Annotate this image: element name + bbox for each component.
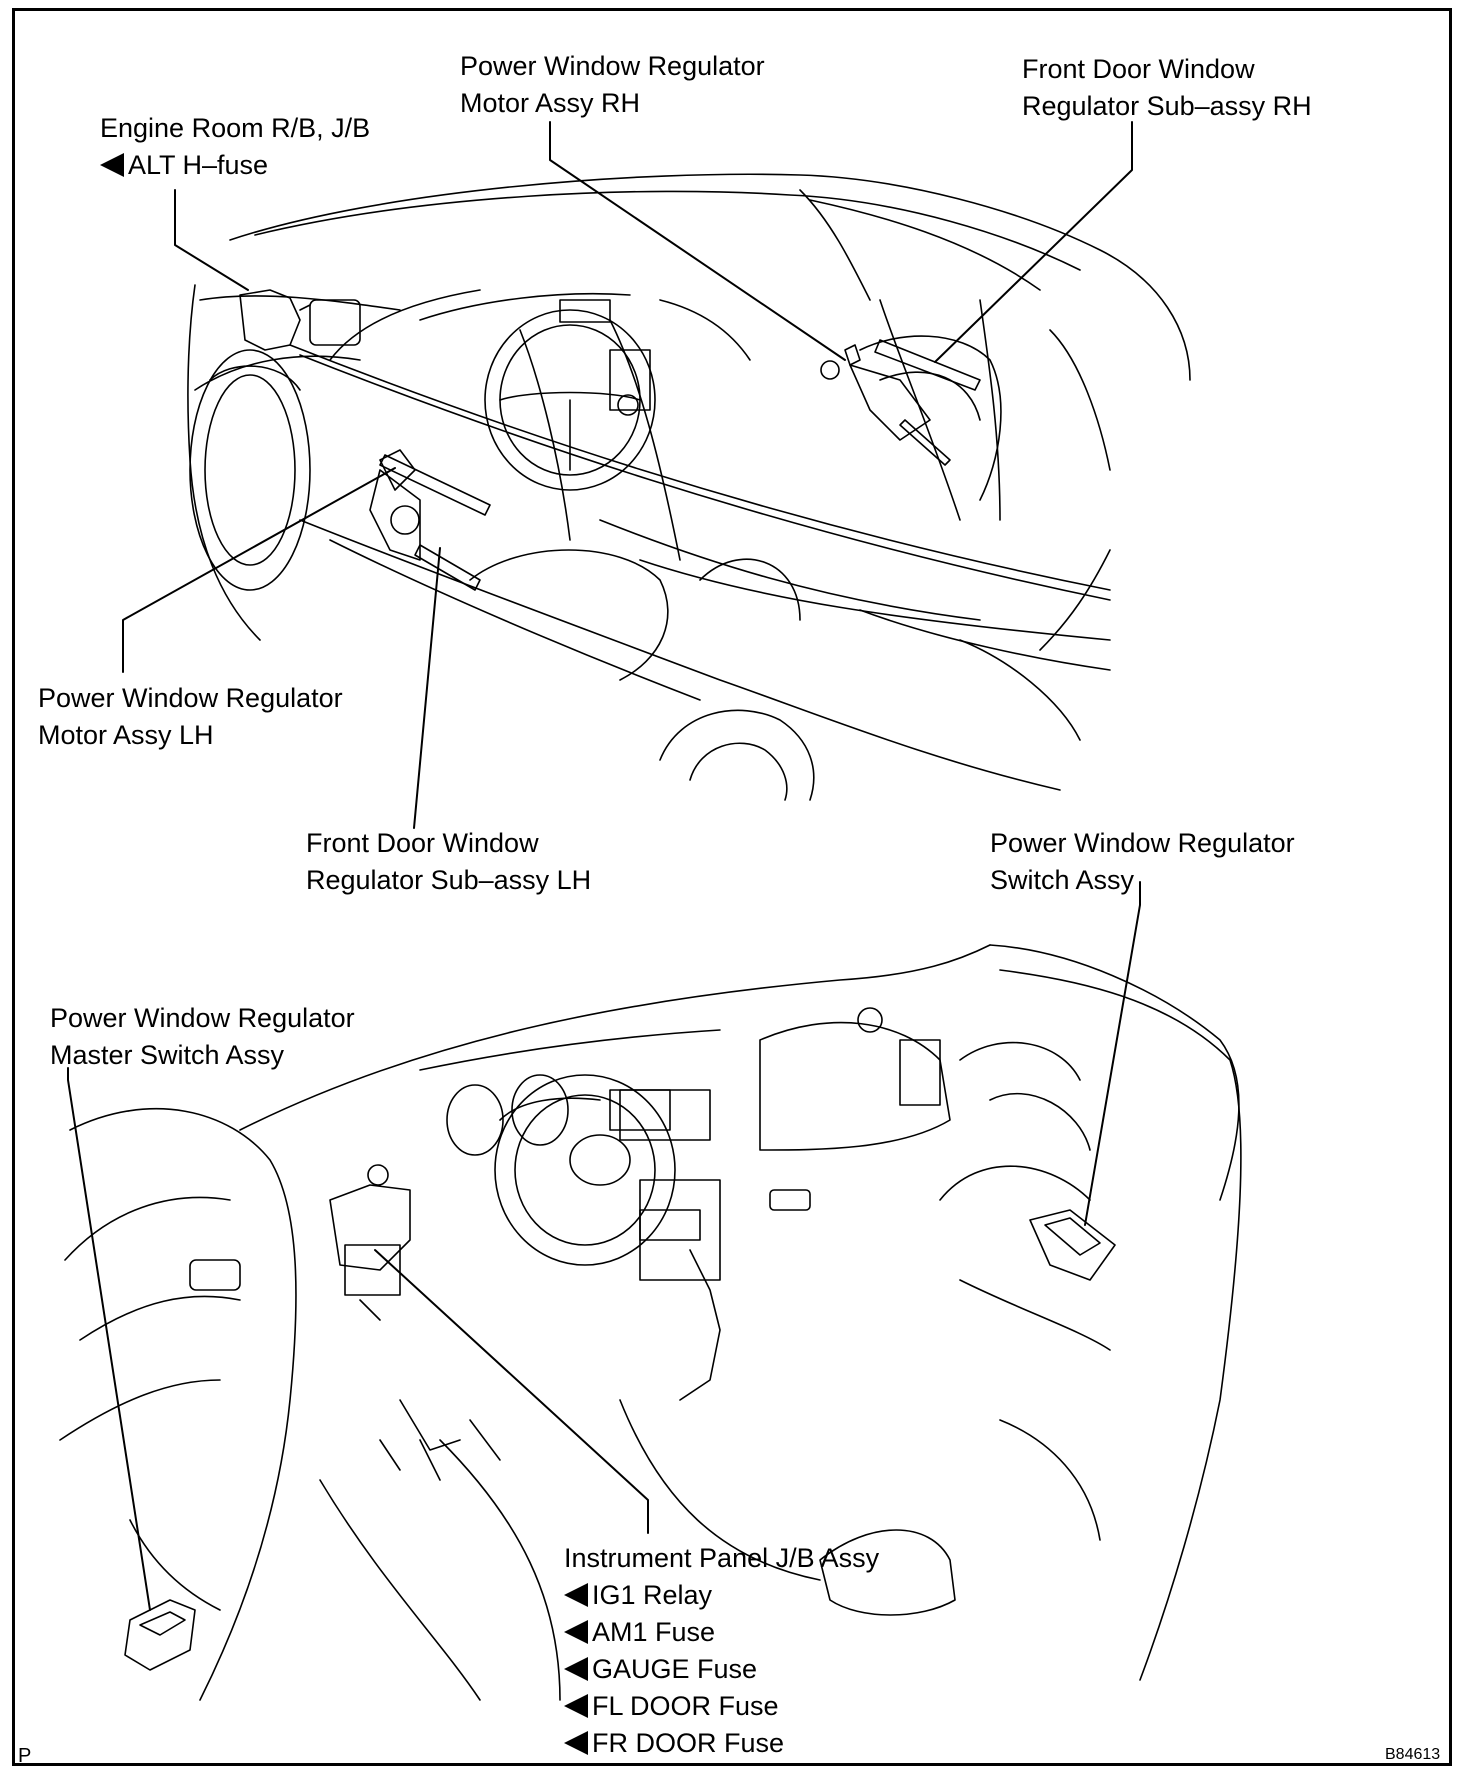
pw-motor-rh-line2: Motor Assy RH bbox=[460, 88, 641, 118]
interior-dashboard-bottom bbox=[60, 945, 1241, 1700]
pw-motor-lh-line1: Power Window Regulator bbox=[38, 683, 343, 713]
vehicle-body-outline bbox=[188, 174, 1190, 800]
leader-lines-top bbox=[123, 122, 1132, 828]
pointer-arrow-icon bbox=[564, 1583, 588, 1607]
ig1-relay-label: IG1 Relay bbox=[592, 1580, 713, 1610]
figure-id: B84613 bbox=[1385, 1746, 1441, 1763]
interior-dashboard-top bbox=[240, 290, 1001, 680]
diagram-frame bbox=[12, 8, 1452, 1766]
corner-mark: P bbox=[18, 1745, 32, 1767]
pw-master-switch-line1: Power Window Regulator bbox=[50, 1003, 355, 1033]
engine-room-line2: ALT H–fuse bbox=[128, 150, 269, 180]
pw-switch-line1: Power Window Regulator bbox=[990, 828, 1295, 858]
label-instrument-panel: Instrument Panel J/B Assy IG1 Relay AM1 … bbox=[564, 1540, 879, 1762]
pw-motor-rh-line1: Power Window Regulator bbox=[460, 51, 765, 81]
label-fd-regulator-lh: Front Door Window Regulator Sub–assy LH bbox=[306, 825, 591, 899]
label-pw-master-switch: Power Window Regulator Master Switch Ass… bbox=[50, 1000, 355, 1074]
label-pw-motor-rh: Power Window Regulator Motor Assy RH bbox=[460, 48, 765, 122]
gauge-fuse-label: GAUGE Fuse bbox=[592, 1654, 758, 1684]
label-engine-room: Engine Room R/B, J/B ALT H–fuse bbox=[100, 110, 370, 184]
fl-door-fuse-label: FL DOOR Fuse bbox=[592, 1691, 779, 1721]
pointer-arrow-icon bbox=[564, 1620, 588, 1644]
pointer-arrow-icon bbox=[564, 1731, 588, 1755]
am1-fuse-label: AM1 Fuse bbox=[592, 1617, 716, 1647]
instrument-panel-title: Instrument Panel J/B Assy bbox=[564, 1543, 880, 1573]
pointer-arrow-icon bbox=[100, 153, 124, 177]
fd-regulator-lh-line1: Front Door Window bbox=[306, 828, 539, 858]
fr-door-fuse-label: FR DOOR Fuse bbox=[592, 1728, 785, 1758]
pw-master-switch-line2: Master Switch Assy bbox=[50, 1040, 285, 1070]
fd-regulator-lh-line2: Regulator Sub–assy LH bbox=[306, 865, 592, 895]
leader-lines-bottom bbox=[68, 882, 1140, 1610]
engine-room-line1: Engine Room R/B, J/B bbox=[100, 113, 371, 143]
pointer-arrow-icon bbox=[564, 1657, 588, 1681]
pw-switch-line2: Switch Assy bbox=[990, 865, 1135, 895]
pw-motor-lh-line2: Motor Assy LH bbox=[38, 720, 214, 750]
pointer-arrow-icon bbox=[564, 1694, 588, 1718]
fd-regulator-rh-line2: Regulator Sub–assy RH bbox=[1022, 91, 1312, 121]
label-pw-motor-lh: Power Window Regulator Motor Assy LH bbox=[38, 680, 343, 754]
fd-regulator-rh-line1: Front Door Window bbox=[1022, 54, 1255, 84]
label-pw-switch: Power Window Regulator Switch Assy bbox=[990, 825, 1295, 899]
label-fd-regulator-rh: Front Door Window Regulator Sub–assy RH bbox=[1022, 51, 1312, 125]
